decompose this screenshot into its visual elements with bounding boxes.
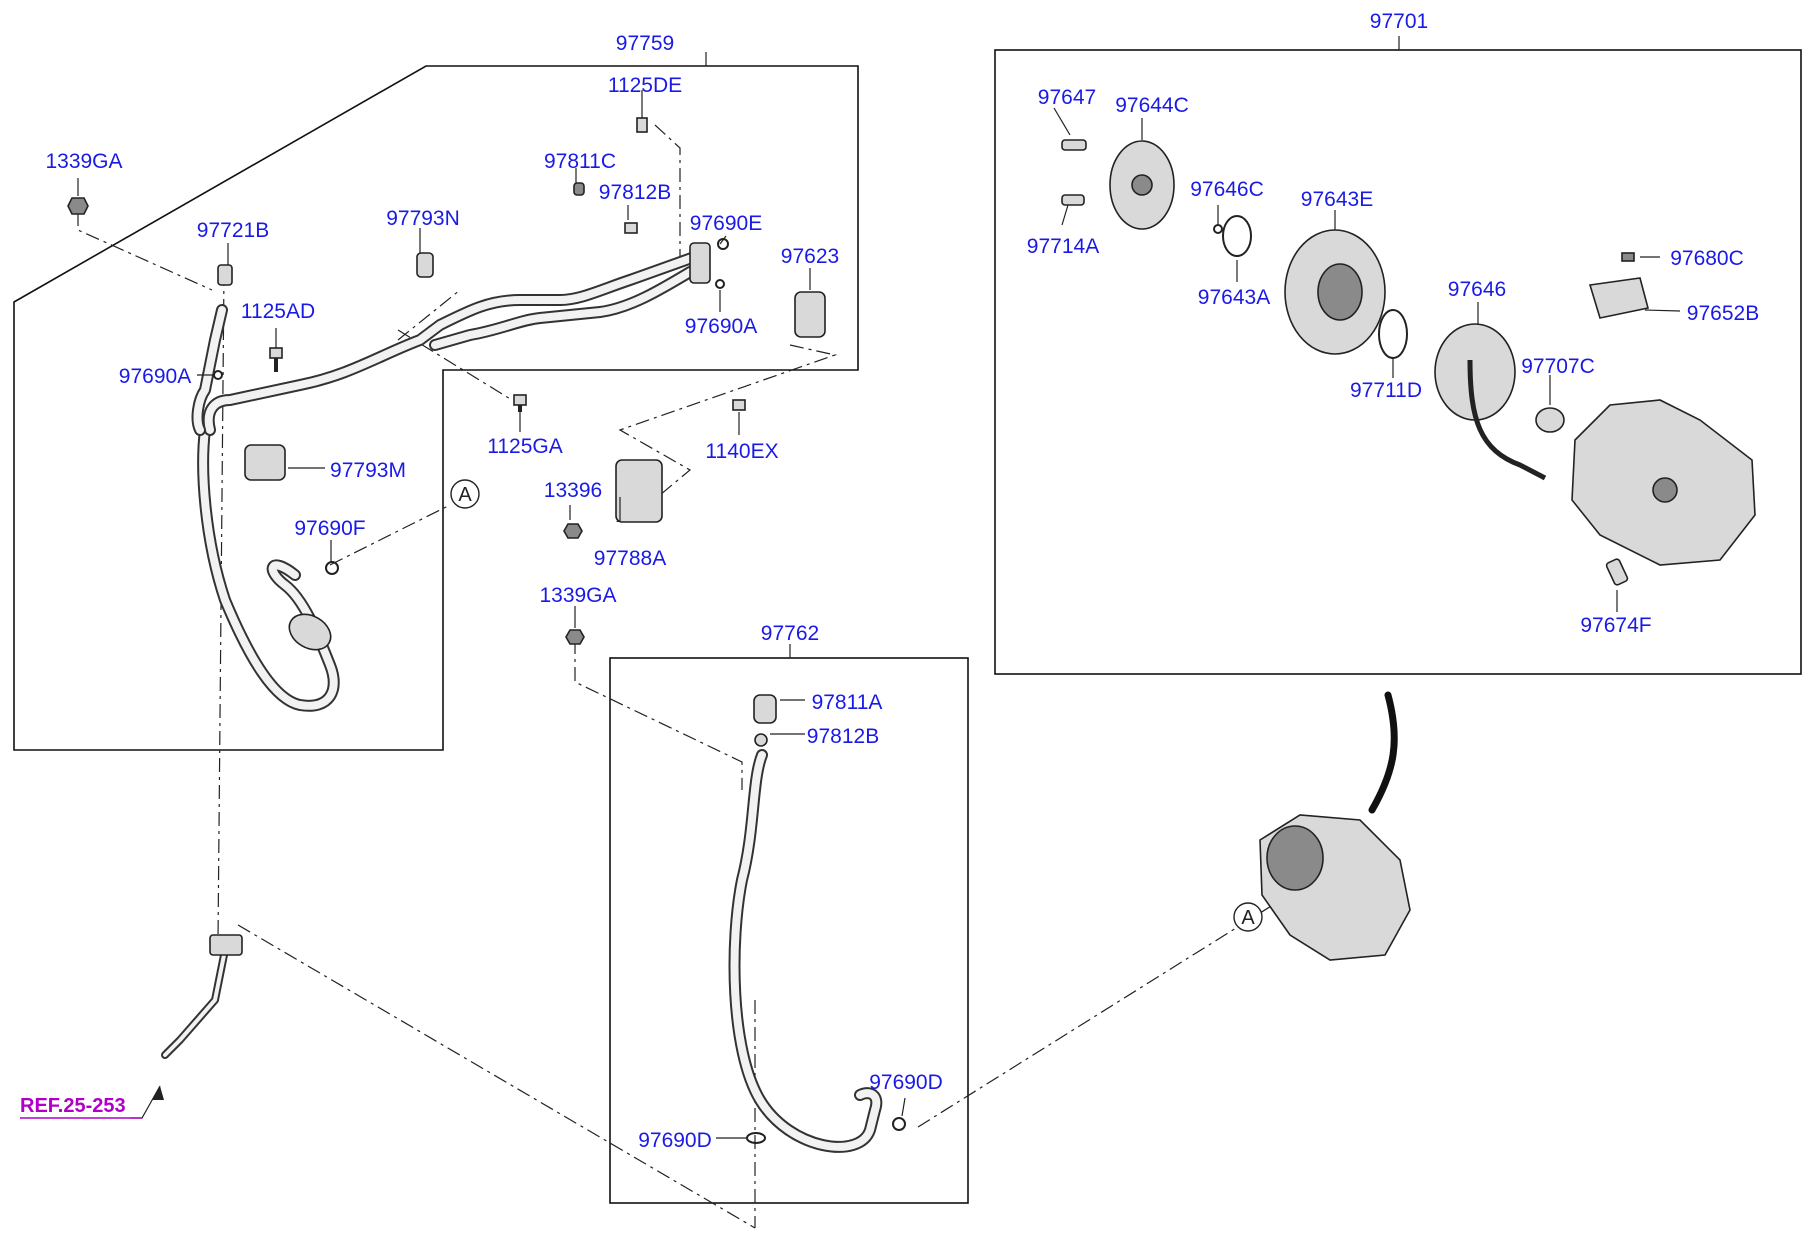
label-97711d[interactable]: 97711D [1350, 379, 1422, 402]
label-13396[interactable]: 13396 [544, 479, 602, 502]
leader-lines [77, 90, 1681, 1139]
callout-a-left-text: A [458, 484, 472, 506]
label-97762[interactable]: 97762 [761, 622, 819, 645]
ref-subassembly [20, 934, 243, 1119]
dashed-connection-lines [77, 124, 1301, 1229]
label-97788a[interactable]: 97788A [594, 547, 666, 570]
label-97701[interactable]: 97701 [1370, 10, 1428, 33]
label-97811a[interactable]: 97811A [812, 691, 883, 714]
label-97646[interactable]: 97646 [1448, 278, 1506, 301]
label-97690d-left[interactable]: 97690D [638, 1129, 712, 1152]
bracket-97793m-part [244, 444, 286, 481]
label-97690e[interactable]: 97690E [690, 212, 762, 235]
label-1339ga-mid[interactable]: 1339GA [539, 584, 616, 607]
label-1125de[interactable]: 1125DE [608, 74, 682, 97]
service-valve-97811a-part [753, 694, 777, 724]
label-97690a-left[interactable]: 97690A [119, 365, 191, 388]
group-box-97701 [994, 49, 1802, 675]
discharge-pipe-assembly [728, 694, 883, 1153]
receiver-drier-97623-part [794, 291, 826, 338]
label-1125ga[interactable]: 1125GA [487, 435, 563, 458]
ref-link-25-253[interactable]: REF.25-253 [20, 1095, 126, 1117]
label-1125ad[interactable]: 1125AD [241, 300, 315, 323]
label-97707c[interactable]: 97707C [1521, 355, 1595, 378]
label-97714a[interactable]: 97714A [1027, 235, 1099, 258]
label-97812b-low[interactable]: 97812B [807, 725, 879, 748]
callout-a-right-text: A [1241, 907, 1255, 929]
suction-pipe-assembly [191, 242, 711, 712]
callout-a-right: A [1233, 902, 1263, 932]
label-1140ex[interactable]: 1140EX [705, 440, 778, 463]
label-97647[interactable]: 97647 [1038, 86, 1096, 109]
group-box-97762 [609, 657, 969, 1204]
installed-compressor-view [1259, 691, 1411, 961]
label-97721b[interactable]: 97721B [197, 219, 269, 242]
label-97690d-right[interactable]: 97690D [869, 1071, 943, 1094]
label-97690a-right[interactable]: 97690A [685, 315, 757, 338]
silencer-97788a-part [615, 459, 663, 523]
label-97759[interactable]: 97759 [616, 32, 674, 55]
label-97690f[interactable]: 97690F [294, 517, 365, 540]
part-number-labels: 97701 97759 1125DE 1339GA 97811C 97812B … [45, 10, 1759, 1152]
hardware-parts [67, 117, 906, 1144]
callout-a-left: A [450, 479, 480, 509]
label-97811c[interactable]: 97811C [544, 150, 616, 173]
label-97643e[interactable]: 97643E [1301, 188, 1373, 211]
label-1339ga-top[interactable]: 1339GA [45, 150, 122, 173]
group-box-97759 [13, 65, 859, 751]
label-97674f[interactable]: 97674F [1580, 614, 1651, 637]
label-97812b-top[interactable]: 97812B [599, 181, 671, 204]
label-97644c[interactable]: 97644C [1115, 94, 1189, 117]
label-97793n[interactable]: 97793N [386, 207, 460, 230]
label-97793m[interactable]: 97793M [330, 459, 406, 482]
label-97623[interactable]: 97623 [781, 245, 839, 268]
label-97680c[interactable]: 97680C [1670, 247, 1744, 270]
label-97652b[interactable]: 97652B [1687, 302, 1759, 325]
label-97646c[interactable]: 97646C [1190, 178, 1264, 201]
compressor-exploded-parts [1061, 139, 1756, 586]
label-97643a[interactable]: 97643A [1198, 286, 1270, 309]
